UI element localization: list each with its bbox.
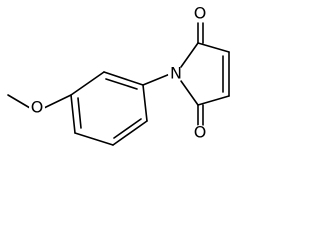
molecule-structure: O N O O bbox=[7, 4, 230, 146]
bond-ar4 bbox=[74, 132, 114, 146]
bond-ar5 bbox=[112, 120, 148, 146]
atom-o-top: O bbox=[194, 4, 207, 23]
bond-c4-n bbox=[180, 80, 199, 106]
bond-ar2 bbox=[70, 71, 105, 96]
bond-ar-o bbox=[43, 94, 72, 109]
carbonyl-bottom bbox=[197, 104, 204, 126]
bond-ar1 bbox=[103, 71, 144, 86]
bond-ar1-double bbox=[105, 78, 138, 90]
bond-n-c1 bbox=[180, 42, 199, 68]
bond-n-aryl bbox=[142, 73, 171, 86]
bond-ar3 bbox=[70, 94, 76, 134]
bond-c1-c2 bbox=[197, 42, 230, 53]
benzene-ring bbox=[70, 71, 148, 146]
bond-ar5-double bbox=[113, 118, 142, 139]
atom-o-methoxy: O bbox=[31, 98, 44, 117]
atom-labels: O N O O bbox=[29, 4, 208, 142]
atom-n: N bbox=[170, 64, 182, 83]
methoxy-group bbox=[7, 94, 72, 109]
maleimide-ring bbox=[180, 42, 230, 106]
atom-o-bottom: O bbox=[194, 123, 207, 142]
bond-c3-c4 bbox=[197, 95, 230, 106]
bond-ar3-double bbox=[77, 97, 82, 129]
bond-o-ch3 bbox=[7, 94, 31, 109]
carbonyl-top bbox=[197, 22, 204, 44]
bond-ar6 bbox=[142, 84, 148, 122]
